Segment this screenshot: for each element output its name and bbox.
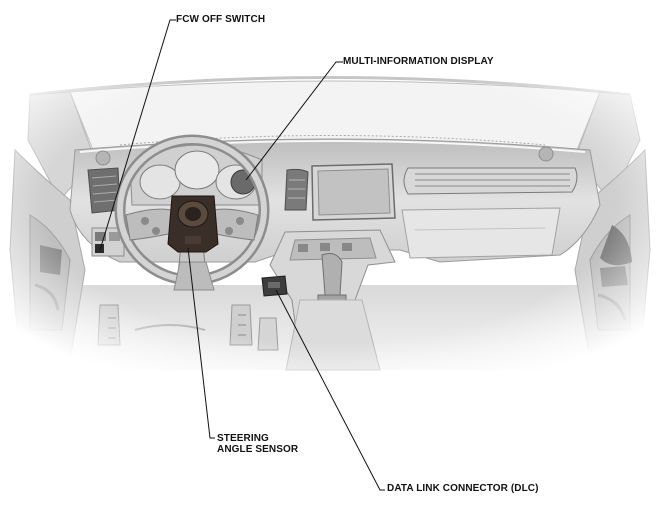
label-steering-angle-sensor-line2: ANGLE SENSOR [217,444,299,455]
leader-multi-information-display [245,61,343,181]
leader-steering-angle-sensor [187,247,215,439]
label-multi-information-display: MULTI-INFORMATION DISPLAY [343,56,494,67]
leader-fcw-off-switch [99,19,176,251]
label-steering-angle-sensor: STEERING ANGLE SENSOR [217,433,298,455]
leader-lines [99,19,385,491]
label-steering-angle-sensor-line1: STEERING [217,433,269,444]
edge-fade [0,60,658,380]
label-fcw-off-switch: FCW OFF SWITCH [176,14,266,25]
leader-data-link-connector [275,289,385,491]
label-data-link-connector: DATA LINK CONNECTOR (DLC) [387,483,539,494]
